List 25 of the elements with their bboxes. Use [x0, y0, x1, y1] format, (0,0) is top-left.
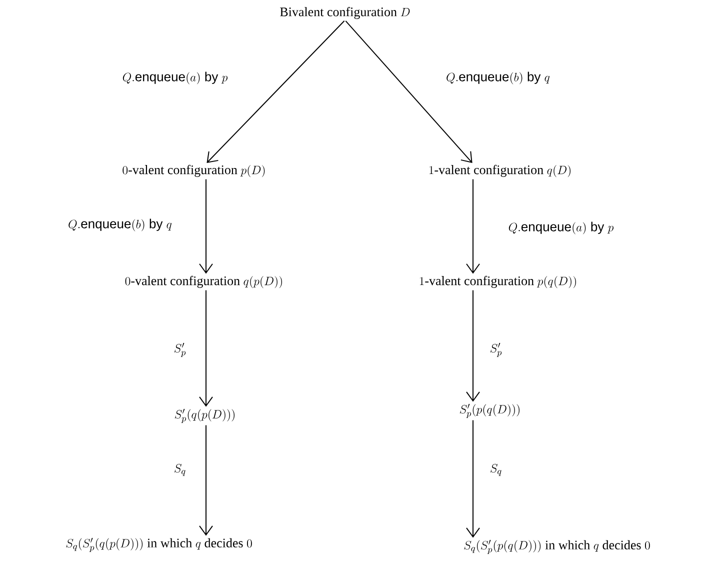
arrow — [345, 20, 472, 163]
edge-label: $Q.\textsf{enqueue}(a)\textsf{ by }p$ — [508, 222, 614, 234]
node-text: $S'_p(p(q(D)))$ — [460, 404, 520, 418]
node-text: $0\text{-valent configuration } p(D)$ — [122, 164, 265, 178]
edge-label: $S'_p$ — [174, 342, 186, 358]
edge-label: $Q.\textsf{enqueue}(b)\textsf{ by }q$ — [446, 72, 550, 84]
edge-label: $S_q$ — [490, 464, 502, 476]
arrow — [199, 178, 213, 274]
edge-label: $S'_p$ — [490, 342, 502, 358]
node-text: $S_q(S'_p(p(q(D))) \text{ in which } q \text{ decides } 0$ — [464, 540, 650, 554]
arrow — [466, 290, 480, 402]
node-text: $0\text{-valent configuration } q(p(D))$ — [125, 276, 282, 288]
node-text: $\text{Bivalent configuration } D$ — [280, 7, 410, 19]
arrow — [199, 290, 213, 407]
edge-label: $Q.\textsf{enqueue}(b)\textsf{ by }q$ — [68, 218, 172, 232]
arrow — [466, 420, 480, 538]
node-text: $1\text{-valent configuration } q(D)$ — [429, 164, 570, 178]
node-text: $S_q(S'_p(q(p(D))) \text{ in which } q \text{ decides } 0$ — [66, 538, 252, 552]
arrow — [466, 178, 480, 274]
node-text: $1\text{-valent configuration } p(q(D))$ — [420, 276, 576, 288]
edge-label: $S_q$ — [174, 464, 186, 476]
arrow — [199, 424, 213, 536]
arrow — [206, 20, 345, 163]
edge-label: $Q.\textsf{enqueue}(a)\textsf{ by }p$ — [122, 72, 228, 84]
node-text: $S'_p(q(p(D)))$ — [174, 408, 234, 424]
